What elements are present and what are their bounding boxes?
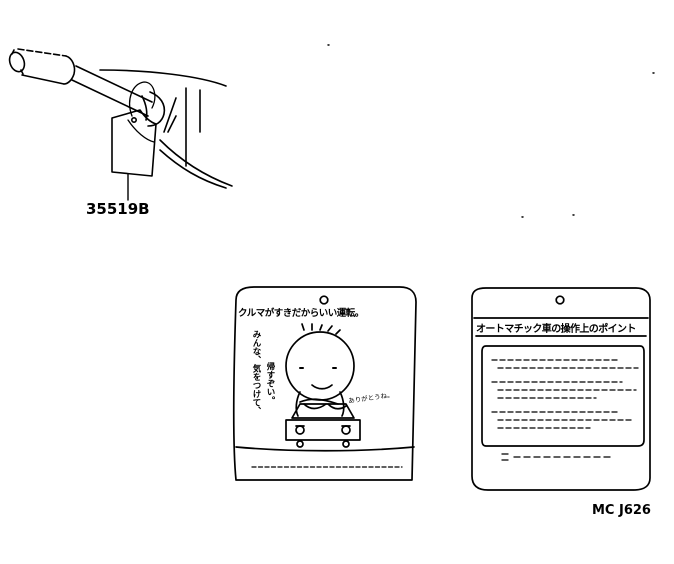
diagram-code: MC J626 (592, 503, 651, 518)
selector-lever (8, 48, 233, 189)
tag-front-side-text-1: みんな、気をつけて、 (251, 330, 261, 415)
tag-front-side-text-2: 帰すぞい。 (265, 362, 275, 405)
tag-back-title: オートマチック車の操作上のポイント (476, 324, 636, 335)
hanging-tag (111, 109, 157, 177)
tag-back-card (471, 287, 651, 491)
part-number-callout: 35519B (86, 200, 150, 218)
tag-front-card (232, 286, 417, 481)
tag-front-title: クルマがすきだからいい運転。 (238, 308, 364, 319)
speckles (327, 44, 655, 218)
tag-string (127, 81, 156, 143)
